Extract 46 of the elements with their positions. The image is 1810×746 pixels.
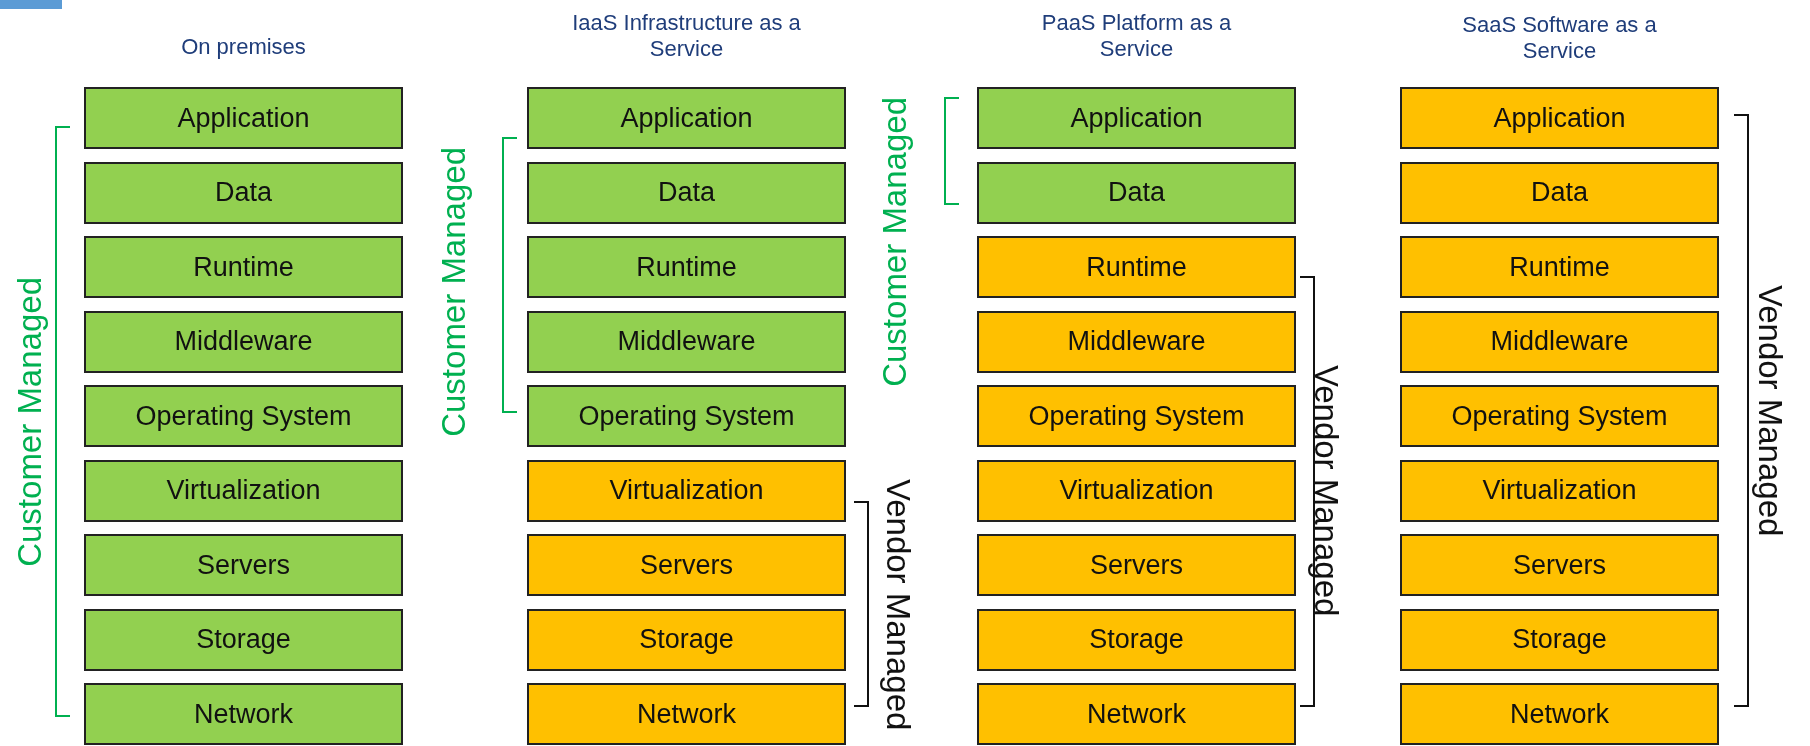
layer-box: Data bbox=[977, 161, 1296, 224]
layer-box: Runtime bbox=[84, 236, 403, 298]
layer-box: Network bbox=[527, 683, 846, 745]
layer-box: Network bbox=[1400, 683, 1719, 745]
layer-box: Virtualization bbox=[84, 459, 403, 522]
layer-box: Middleware bbox=[977, 310, 1296, 373]
layer-box: Network bbox=[977, 683, 1296, 745]
layer-box: Network bbox=[84, 683, 403, 745]
column-heading: On premises bbox=[180, 34, 307, 60]
layer-box: Virtualization bbox=[527, 459, 846, 522]
layer-box: Data bbox=[1400, 161, 1719, 224]
layer-box: Data bbox=[527, 161, 846, 224]
layer-box: Storage bbox=[977, 608, 1296, 671]
layer-box: Runtime bbox=[977, 236, 1296, 298]
layer-box: Runtime bbox=[527, 236, 846, 298]
layer-box: Application bbox=[84, 87, 403, 149]
layer-box: Servers bbox=[1400, 534, 1719, 596]
bracket-label: Vendor Managed bbox=[1751, 284, 1789, 536]
column-heading: IaaS Infrastructure as a Service bbox=[571, 10, 802, 62]
bracket-label: Vendor Managed bbox=[879, 478, 917, 730]
layer-box: Data bbox=[84, 161, 403, 224]
layer-box: Middleware bbox=[527, 310, 846, 373]
column-heading: PaaS Platform as a Service bbox=[1040, 10, 1233, 62]
layer-box: Application bbox=[1400, 87, 1719, 149]
layer-box: Virtualization bbox=[977, 459, 1296, 522]
layer-box: Storage bbox=[84, 608, 403, 671]
layer-box: Storage bbox=[527, 608, 846, 671]
bracket-label: Vendor Managed bbox=[1307, 364, 1345, 616]
layer-box: Application bbox=[977, 87, 1296, 149]
layer-box: Operating System bbox=[527, 385, 846, 447]
layer-box: Operating System bbox=[1400, 385, 1719, 447]
layer-box: Servers bbox=[527, 534, 846, 596]
layer-box: Operating System bbox=[84, 385, 403, 447]
bracket-label: Customer Managed bbox=[876, 97, 914, 387]
column-heading: SaaS Software as a Service bbox=[1461, 12, 1658, 64]
layer-box: Middleware bbox=[1400, 310, 1719, 373]
layer-box: Operating System bbox=[977, 385, 1296, 447]
layer-box: Servers bbox=[84, 534, 403, 596]
layer-box: Storage bbox=[1400, 608, 1719, 671]
layer-box: Application bbox=[527, 87, 846, 149]
bracket-label: Customer Managed bbox=[435, 147, 473, 437]
bracket-label: Customer Managed bbox=[11, 277, 49, 567]
layer-box: Middleware bbox=[84, 310, 403, 373]
layer-box: Servers bbox=[977, 534, 1296, 596]
layer-box: Runtime bbox=[1400, 236, 1719, 298]
layer-box: Virtualization bbox=[1400, 459, 1719, 522]
